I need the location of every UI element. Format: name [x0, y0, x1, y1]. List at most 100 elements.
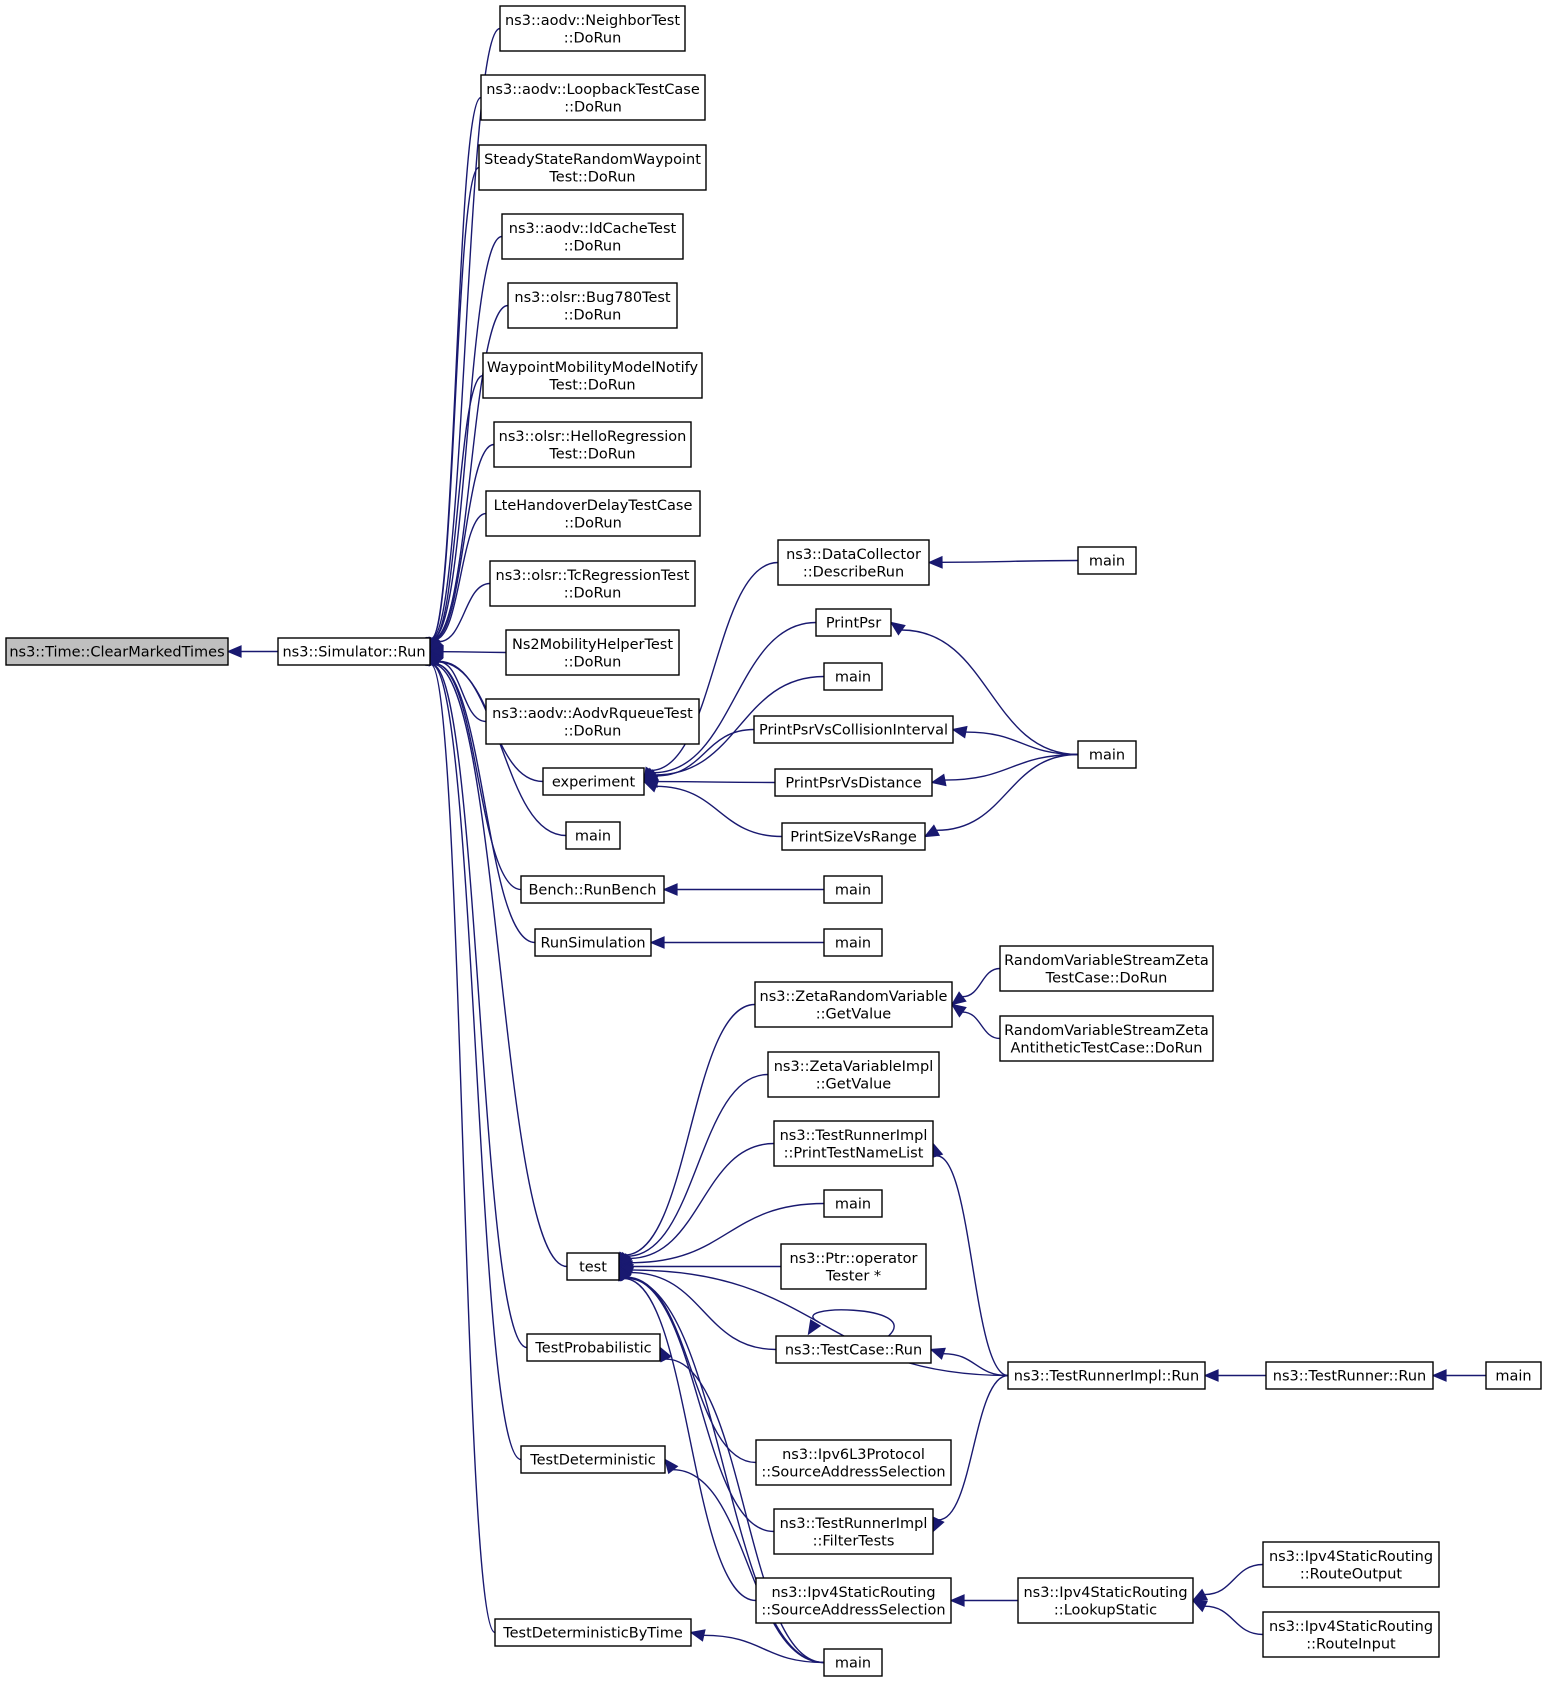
- node-zetaimpl[interactable]: ns3::ZetaVariableImpl::GetValue: [767, 1051, 940, 1098]
- node-bug780[interactable]: ns3::olsr::Bug780Test::DoRun: [507, 282, 678, 329]
- edge-line: [631, 1202, 825, 1264]
- node-routeout[interactable]: ns3::Ipv4StaticRouting::RouteOutput: [1262, 1541, 1440, 1588]
- node-trimplrun[interactable]: ns3::TestRunnerImpl::Run: [1007, 1361, 1206, 1390]
- node-simrun[interactable]: ns3::Simulator::Run: [277, 637, 431, 666]
- node-aodvrq[interactable]: ns3::aodv::AodvRqueueTest::DoRun: [485, 698, 700, 745]
- node-bench[interactable]: Bench::RunBench: [520, 875, 665, 904]
- edge-rvzeta-to-zetarv: [950, 967, 1001, 1006]
- edge-line: [438, 582, 491, 643]
- edge-line: [962, 1011, 1001, 1040]
- node-testdettime[interactable]: TestDeterministicByTime: [494, 1618, 692, 1647]
- node-label: Test::DoRun: [548, 169, 635, 185]
- node-test[interactable]: test: [566, 1252, 620, 1281]
- node-main_h[interactable]: main: [823, 1648, 883, 1677]
- node-label: ns3::TestRunner::Run: [1273, 1369, 1427, 1385]
- node-experiment[interactable]: experiment: [542, 767, 645, 796]
- node-box: [489, 560, 696, 607]
- edge-line: [938, 1374, 1009, 1521]
- node-box: [1265, 1361, 1434, 1390]
- node-label: TestProbabilistic: [534, 1341, 651, 1357]
- node-routein[interactable]: ns3::Ipv4StaticRouting::RouteInput: [1262, 1611, 1440, 1658]
- node-runsim[interactable]: RunSimulation: [534, 928, 652, 957]
- node-neighbor[interactable]: ns3::aodv::NeighborTest::DoRun: [499, 5, 686, 52]
- node-box: [1007, 1361, 1206, 1390]
- node-psrcoll[interactable]: PrintPsrVsCollisionInterval: [753, 715, 954, 744]
- edge-line: [655, 675, 825, 776]
- node-trrun[interactable]: ns3::TestRunner::Run: [1265, 1361, 1434, 1390]
- node-lookup[interactable]: ns3::Ipv4StaticRouting::LookupStatic: [1017, 1577, 1194, 1624]
- edge-arrowhead: [923, 824, 941, 838]
- node-box: [773, 1508, 934, 1555]
- edge-arrowhead: [1431, 1369, 1447, 1382]
- edge-line: [944, 753, 1079, 781]
- node-main_a[interactable]: main: [565, 821, 621, 850]
- node-label: ::DoRun: [564, 238, 622, 254]
- node-label: main: [835, 1656, 871, 1672]
- node-label: main: [1089, 748, 1125, 764]
- node-label: main: [835, 1197, 871, 1213]
- node-label: ns3::Ipv4StaticRouting: [771, 1585, 935, 1601]
- node-label: ns3::aodv::LoopbackTestCase: [486, 82, 700, 98]
- node-main_f[interactable]: main: [823, 928, 883, 957]
- node-label: ns3::TestRunnerImpl::Run: [1014, 1369, 1199, 1385]
- node-label: ::DoRun: [564, 307, 622, 323]
- edge-line: [626, 1073, 769, 1257]
- node-main_i[interactable]: main: [1485, 1361, 1542, 1390]
- node-zetarv[interactable]: ns3::ZetaRandomVariable::GetValue: [754, 981, 953, 1028]
- node-box: [526, 1333, 661, 1362]
- node-label: ns3::Ipv4StaticRouting: [1269, 1619, 1433, 1635]
- node-label: ::FilterTests: [813, 1533, 895, 1549]
- nodes-layer: ns3::Time::ClearMarkedTimes ns3::Simulato…: [5, 5, 1542, 1677]
- node-main_g[interactable]: main: [823, 1189, 883, 1218]
- node-ns2mob[interactable]: Ns2MobilityHelperTest::DoRun: [505, 629, 680, 676]
- edge-arrowhead: [689, 1629, 706, 1642]
- edge-sizerange-to-experiment: [642, 780, 783, 838]
- node-testdet[interactable]: TestDeterministic: [520, 1445, 666, 1474]
- edge-arrowhead: [927, 555, 943, 569]
- node-loopback[interactable]: ns3::aodv::LoopbackTestCase::DoRun: [480, 74, 706, 121]
- node-tcrun[interactable]: ns3::TestCase::Run: [775, 1335, 932, 1364]
- node-main_e[interactable]: main: [823, 875, 883, 904]
- edge-testprob-to-simrun: [425, 649, 528, 1349]
- node-label: ::SourceAddressSelection: [761, 1602, 945, 1618]
- edge-line: [430, 663, 496, 1634]
- node-main_b[interactable]: main: [823, 662, 883, 691]
- node-box: [1077, 546, 1137, 575]
- edge-line: [438, 660, 487, 723]
- node-main_d[interactable]: main: [1077, 740, 1137, 769]
- node-box: [507, 282, 678, 329]
- node-label: ::DoRun: [564, 99, 622, 115]
- node-label: ::LookupStatic: [1054, 1602, 1157, 1618]
- node-ltehandover[interactable]: LteHandoverDelayTestCase::DoRun: [485, 490, 701, 537]
- node-ipv6sel[interactable]: ns3::Ipv6L3Protocol::SourceAddressSelect…: [755, 1439, 952, 1486]
- node-label: PrintPsrVsCollisionInterval: [759, 723, 948, 739]
- edge-line: [656, 780, 776, 784]
- node-testprob[interactable]: TestProbabilistic: [526, 1333, 661, 1362]
- node-tcreg[interactable]: ns3::olsr::TcRegressionTest::DoRun: [489, 560, 696, 607]
- node-clear[interactable]: ns3::Time::ClearMarkedTimes: [5, 637, 229, 666]
- node-box: [565, 821, 621, 850]
- node-printtest[interactable]: ns3::TestRunnerImpl::PrintTestNameList: [773, 1120, 934, 1167]
- edge-line: [965, 731, 1079, 756]
- edge-line: [653, 621, 817, 774]
- edge-main_d-to-printpsr: [889, 621, 1079, 756]
- node-rvzetaanti[interactable]: RandomVariableStreamZetaAntitheticTestCa…: [999, 1015, 1214, 1062]
- node-idcache[interactable]: ns3::aodv::IdCacheTest::DoRun: [501, 213, 684, 260]
- edge-line: [624, 1003, 756, 1256]
- node-datacoll[interactable]: ns3::DataCollector::DescribeRun: [777, 539, 930, 586]
- edge-arrowhead: [950, 1003, 967, 1018]
- node-filtertests[interactable]: ns3::TestRunnerImpl::FilterTests: [773, 1508, 934, 1555]
- node-main_c[interactable]: main: [1077, 546, 1137, 575]
- node-printpsr[interactable]: PrintPsr: [815, 608, 892, 637]
- node-label: main: [1089, 554, 1125, 570]
- node-psrdist[interactable]: PrintPsrVsDistance: [774, 768, 933, 797]
- node-ipv4sel[interactable]: ns3::Ipv4StaticRouting::SourceAddressSel…: [755, 1577, 952, 1624]
- node-label: ns3::Ipv6L3Protocol: [782, 1447, 925, 1463]
- node-box: [780, 1243, 927, 1290]
- node-sizerange[interactable]: PrintSizeVsRange: [781, 822, 926, 851]
